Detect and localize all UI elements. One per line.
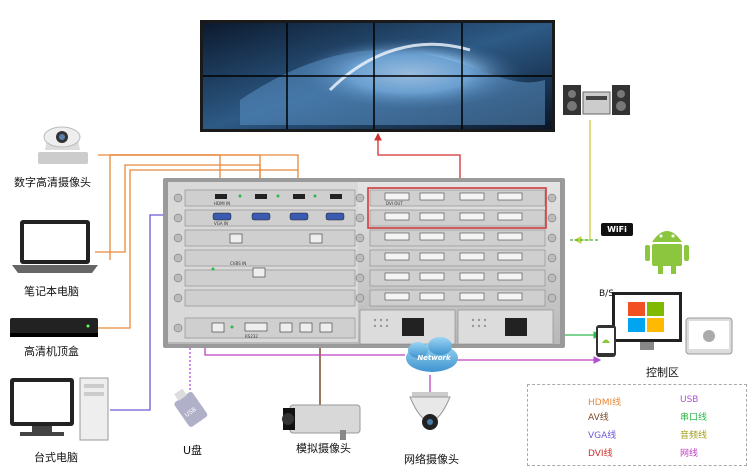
usb-drive-icon: USB [174, 388, 208, 427]
legend-usb: USB [680, 395, 699, 405]
analog-camera-label: 模拟摄像头 [296, 442, 351, 455]
legend-hdmi: HDMI线 [588, 398, 622, 408]
legend-vga: VGA线 [588, 431, 617, 441]
matrix-chassis: HDMI IN VGA IN DVI OUT CVBS IN RS232 [163, 178, 565, 348]
dvi-cable [374, 132, 461, 188]
wifi-badge: WiFi [601, 223, 633, 236]
laptop-icon [12, 220, 98, 273]
network-label: Network [417, 354, 451, 362]
hd-camera-icon [38, 126, 88, 164]
video-wall [200, 20, 555, 132]
cvbs-label: CVBS IN [230, 261, 246, 266]
control-area-label: 控制区 [646, 366, 679, 379]
usb-label: U盘 [183, 444, 203, 457]
laptop-label: 笔记本电脑 [24, 285, 79, 298]
settop-box-icon [10, 318, 98, 337]
analog-camera-icon [282, 404, 361, 440]
speaker-system-icon [563, 85, 630, 115]
network-camera-label: 网络摄像头 [404, 453, 459, 466]
hdmi-in-label: HDMI IN [214, 201, 230, 206]
legend-network: 网线 [680, 449, 699, 459]
legend-serial: 串口线 [680, 413, 708, 423]
legend-av: AV线 [588, 413, 609, 423]
audio-cable [573, 120, 591, 244]
legend-audio: 音频线 [680, 431, 708, 441]
hd-camera-label: 数字高清摄像头 [14, 176, 91, 189]
settop-label: 高清机顶盒 [24, 345, 79, 358]
network-cables [204, 345, 602, 395]
desktop-icon [10, 377, 109, 441]
android-icon [645, 231, 689, 274]
vga-in-label: VGA IN [214, 221, 228, 226]
rs232-label: RS232 [245, 334, 258, 339]
legend-dvi: DVI线 [588, 449, 613, 459]
bs-label: B/S [599, 289, 614, 299]
dvi-out-label: DVI OUT [386, 201, 403, 206]
network-camera-icon [409, 392, 451, 430]
network-cloud-icon [406, 337, 458, 372]
cable-legend: HDMI线 USB AV线 串口线 VGA线 音频线 DVI线 网线 [527, 384, 747, 466]
desktop-label: 台式电脑 [34, 451, 78, 464]
control-devices-icon [596, 292, 733, 357]
